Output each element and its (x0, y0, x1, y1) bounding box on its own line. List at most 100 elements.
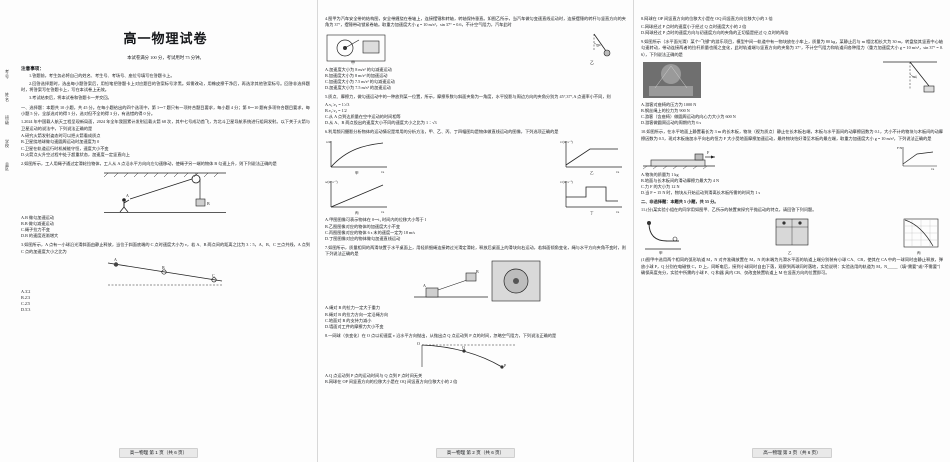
svg-text:C: C (212, 273, 215, 278)
q11-stem: (分)某实验小组在的同学用如图甲、乙所示的装置来探究平抛运动的特点，请回答下列问… (646, 207, 817, 213)
q8c-option-d: D.网球经过 P 点时的速度方向与初速度方向的夹角的正切值是经过 Q 点时的两倍 (641, 29, 789, 35)
notice-item-0: 1.答题前，考生务必将自己的姓名、考生号、考场号、座位号填写在答题卡上。 (29, 73, 175, 78)
q10-stem: 如图所示，在水平地面上静置着长为 3 m 的长木板，物块（视为质点）静止在长木板… (641, 129, 943, 141)
figure-q4-seatbelt: 甲 37° 乙 (325, 31, 626, 65)
q11-sub1: (1)图甲中选用两个相同的弧形轨道 M，N 对齐准确放置在 M，N 的末端为光滑… (641, 257, 943, 275)
q3-no: 3 (21, 242, 24, 248)
page1-footer: 高一物理 第 1 页（共 6 页） (0, 448, 317, 458)
q7-option-b: B.绳对 B 的拉力方向一定沿绳方向 (325, 311, 389, 317)
q5-option-a: A.v₁∶v₂ = 1∶√3 (325, 101, 350, 107)
svg-text:F: F (707, 150, 710, 155)
page-title: 高一物理试卷 (123, 31, 208, 46)
svg-text:t/s: t/s (616, 210, 620, 214)
question-10: 10.如图所示，在水平地面上静置着长为 3 m 的长木板，物块（视为质点）静止在… (641, 129, 943, 196)
figure-q11-apparatus: 甲 乙 (641, 215, 943, 255)
q4-option-a: A.加速度大小为 8 m/s² 的匀减速运动 (325, 66, 392, 72)
q6-option-c: C.丙图图像对应的物体 6 s 末的速度一定为 18 m/s (325, 229, 416, 235)
q9-option-c: C.游客（含座椅）做圆周运动的向心力大小为 600 N (641, 114, 736, 120)
notice-item-2: 3.考试结束后，将本试卷和答题卡一并交回。 (29, 94, 112, 100)
figure-q8-projectile: O Q P (417, 341, 516, 369)
q1-option-a: A.研究火箭发射姿态时可以把火箭看成质点 (21, 133, 101, 139)
q6-no: 6 (325, 129, 328, 135)
figure-q10-board: F F/N t/s (641, 144, 943, 170)
svg-text:乙: 乙 (590, 59, 594, 65)
q9-option-d: D.游客做圆周运动的周期约为 6 s (641, 120, 702, 126)
page2-col-1: 4.图甲为汽车安全带的结构图，安全带缠绕在卷轴上，连接摆锤和转轴，转轴保持垂直。… (318, 16, 633, 436)
side-label-0: 考号 (5, 69, 9, 79)
exam-page-1: 考号 姓名 班级 学校 县区 高一物理试卷 本试卷满分 100 分，考试用时 7… (0, 0, 318, 462)
question-9: 9.如图所示（水平面光滑）某个“飞镖”的游乐项目，模型中间一轨道中有一物块放在小… (641, 38, 943, 126)
q8-stem: 一网球（衣变化）在 O 点以初速度 v 沿水平方向抛出，从抛出点 Q 点运动到 … (328, 332, 557, 338)
q7-option-c: C.地面对 B 的支持力减小 (325, 317, 372, 323)
svg-text:x/m: x/m (326, 140, 332, 144)
svg-text:37°: 37° (596, 44, 601, 48)
q2-option-b: B.B 做匀减速运动 (21, 221, 54, 227)
q3-option-b: B.2∶3 (21, 295, 31, 301)
svg-text:A: A (423, 283, 426, 288)
svg-text:甲: 甲 (355, 170, 359, 175)
figure-q2-pulley: B A (103, 172, 226, 213)
q8-no: 8 (325, 332, 328, 338)
q5-no: 5 (325, 93, 328, 99)
q1-option-c: C.卫星在轨道运行时机械能守恒，速度大小不变 (21, 145, 109, 151)
q5-option-b: B.v₁∶v₂ = 1∶2 (325, 107, 347, 113)
q7-no: 7 (325, 244, 328, 250)
q3-option-a: A.3∶2 (21, 289, 31, 295)
q2-option-d: D.B 的速度逐渐增大 (21, 233, 59, 239)
page3-col-1: 8.网球在 OP 间竖直方向的位移大小是在 OQ 间竖直方向位移大小的 3 倍 … (634, 16, 950, 436)
q5-option-c: C.从 A 点到达质量在空中运动的时间相等 (325, 113, 401, 119)
notice-heading: 注意事项： (21, 66, 44, 71)
q4-no: 4 (325, 16, 328, 21)
svg-text:v/(m·s⁻¹): v/(m·s⁻¹) (560, 180, 573, 184)
page3-footer-text: 高一物理 第 3 页（共 6 页） (752, 448, 832, 458)
q3-option-d: D.5∶3 (21, 307, 31, 313)
q1-stem: 2024 年中国载人航天工程呈现新局面，2024 年全年我国累计发射运载火箭 6… (21, 119, 310, 131)
figure-q6-graphs: x/m t/s 甲 v/(m·s⁻¹) t/s 乙 (325, 137, 626, 175)
svg-text:37°: 37° (912, 75, 917, 79)
q10-option-b: B.地面与长木板间的滑动摩擦力最大为 4 N (641, 177, 720, 183)
question-5: 5.质点、摩擦力，做匀速运动中的一种放到某一位置，所示，摩擦系数与斜面夹角为一角… (325, 94, 626, 126)
svg-text:丙: 丙 (917, 250, 921, 255)
q8c-no: 8 (641, 16, 644, 21)
q9-option-a: A.游客对座椅的压力为 1000 N (641, 101, 697, 107)
question-1: 1.2024 年中国载人航天工程呈现新局面，2024 年全年我国累计发射运载火箭… (21, 119, 310, 157)
page1-side-labels: 考号 姓名 班级 学校 县区 (2, 69, 12, 186)
svg-text:t/s: t/s (616, 170, 620, 174)
svg-text:甲: 甲 (351, 60, 355, 65)
q2-stem: 如图所示，工人用绳子通过定滑轮拉物体，工人从 A 点沿水平方向向左匀速移动，使绳… (24, 160, 277, 166)
q1-option-d: D.火箭点火升空过程中处于超重状态，加速度一定竖直向上 (21, 151, 130, 157)
q7-option-a: A.绳对 B 的拉力一定大于重力 (325, 305, 381, 311)
q7-option-d: D.墙面对工件的摩擦力大小不变 (325, 323, 384, 329)
question-3: 3.如图所示，A 点有一小球沿光滑斜面由静止释放，当位于斜面底端的 C 点时速度… (21, 242, 310, 313)
svg-text:t/s: t/s (381, 210, 385, 214)
q1-option-b: B.卫星绕地球做匀速圆周运动时加速度为 0 (21, 139, 100, 145)
q4-stem: 图甲为汽车安全带的结构图，安全带缠绕在卷轴上，连接摆锤和转轴，转轴保持垂直。如图… (325, 16, 626, 28)
page1-footer-text: 高一物理 第 1 页（共 6 页） (118, 448, 199, 458)
q6-option-b: B.乙图图像对应的物体的加速度大小不变 (325, 223, 401, 229)
svg-text:t/s: t/s (381, 170, 385, 174)
svg-text:B: B (476, 269, 479, 274)
svg-text:O: O (417, 341, 420, 346)
q9-stem: 如图所示（水平面光滑）某个“飞镖”的游乐项目，模型中间一轨道中有一物块放在小车上… (641, 38, 943, 57)
svg-text:v/(m·s⁻¹): v/(m·s⁻¹) (560, 140, 573, 144)
q10-option-a: A.物块的质量为 1 kg (641, 171, 679, 177)
q2-option-c: C.绳子拉力不变 (21, 227, 50, 233)
svg-text:乙: 乙 (788, 250, 792, 255)
svg-text:A: A (114, 257, 117, 262)
q3-stem: 如图所示，A 点有一小球沿光滑斜面由静止释放，当位于斜面底端的 C 点时速度大小… (21, 242, 310, 254)
notice-item-1: 2.回答选择题时，选出每小题答案后，用铅笔把答题卡上对应题目的答案标号涂黑。如需… (21, 80, 310, 93)
side-label-1: 姓名 (5, 92, 9, 102)
svg-text:t/s: t/s (931, 167, 935, 170)
svg-text:丙: 丙 (355, 210, 359, 215)
svg-text:F/N: F/N (897, 146, 903, 150)
svg-text:丁: 丁 (590, 211, 594, 215)
q5-stem: 质点、摩擦力，做匀速运动中的一种放到某一位置，所示，摩擦系数与斜面夹角为一角度，… (328, 93, 611, 99)
question-4: 4.图甲为汽车安全带的结构图，安全带缠绕在卷轴上，连接摆锤和转轴，转轴保持垂直。… (325, 16, 626, 90)
figure-q9-swing: 37° (641, 60, 943, 100)
svg-text:a/(m·s⁻²): a/(m·s⁻²) (325, 180, 338, 184)
figure-q7-blocks: A B (413, 261, 540, 302)
svg-text:甲: 甲 (659, 250, 663, 255)
section2-heading: 二、非选择题：本题共 5 小题，共 55 分。 (641, 199, 719, 205)
q11-no: 11 (641, 207, 646, 213)
question-2: 2.如图所示，工人用绳子通过定滑轮拉物体，工人从 A 点沿水平方向向左匀速移动，… (21, 161, 310, 240)
